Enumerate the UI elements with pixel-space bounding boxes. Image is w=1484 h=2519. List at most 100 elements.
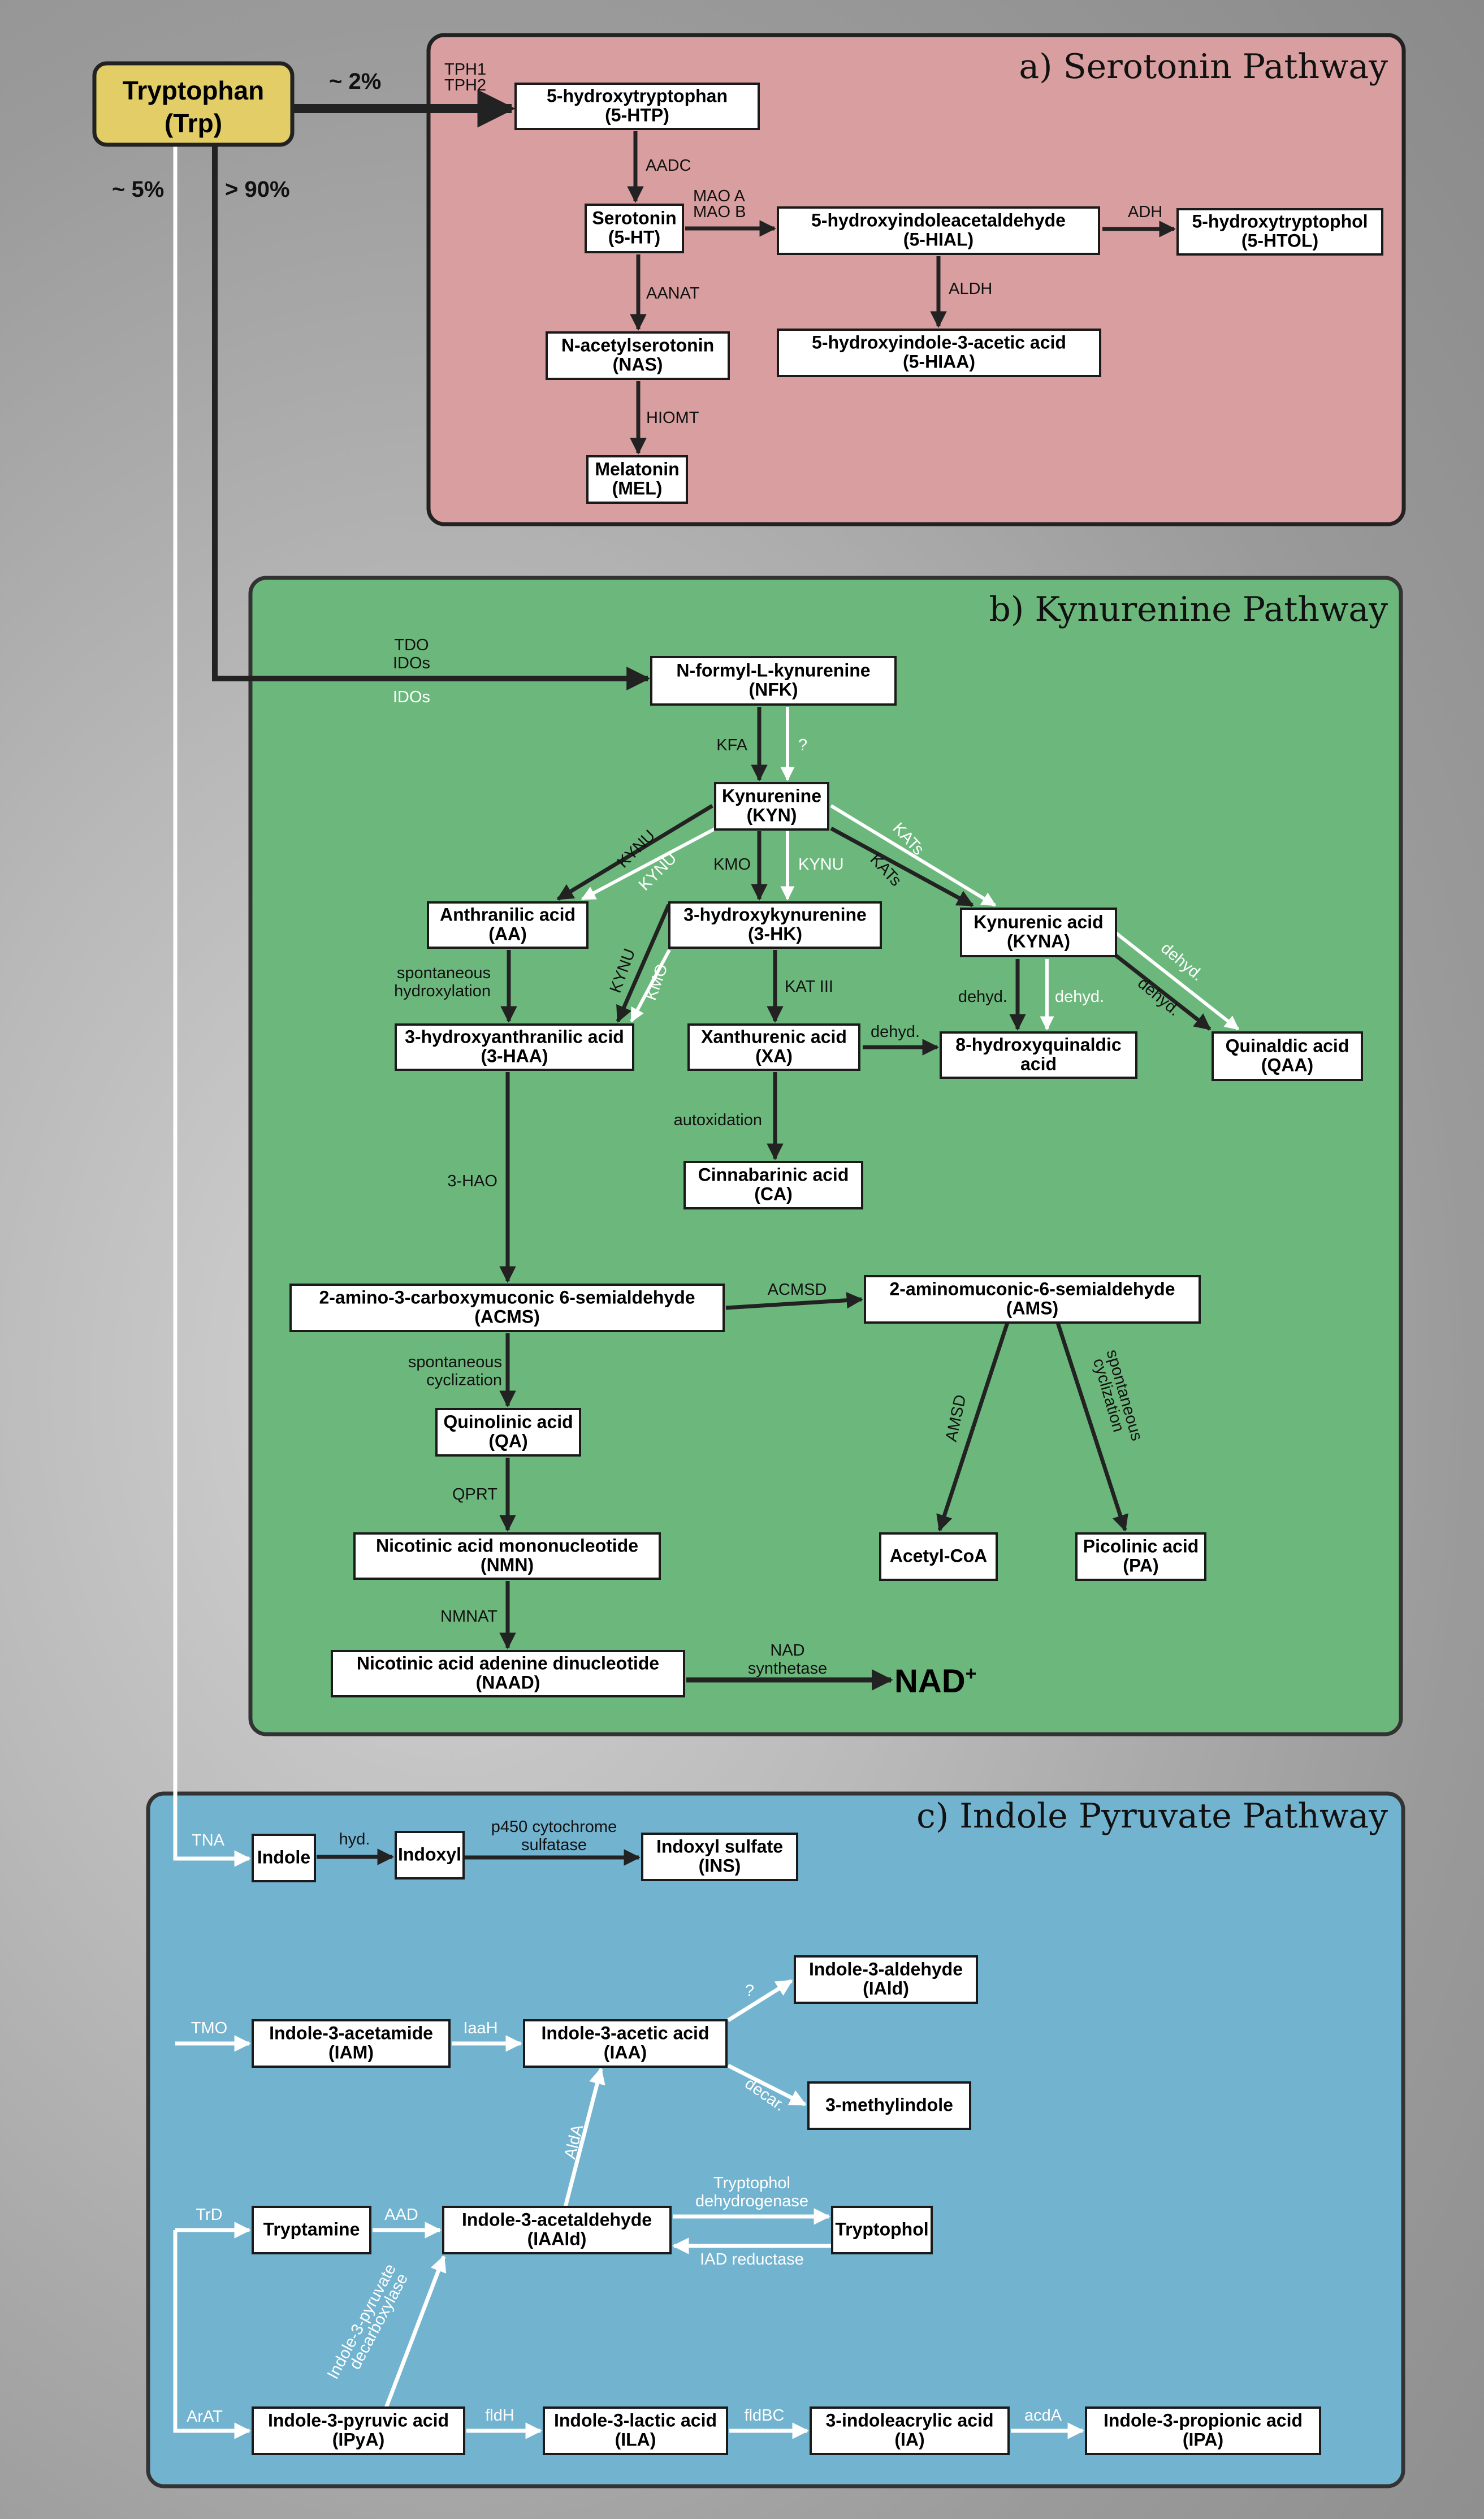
enzyme-label: TrD xyxy=(196,2206,222,2224)
node-name: Quinolinic acid xyxy=(443,1412,573,1432)
node-box xyxy=(353,1532,661,1580)
kynurenine-percentage: > 90% xyxy=(225,177,290,202)
metabolite-node-qaa[interactable]: Quinaldic acid(QAA) xyxy=(1212,1031,1363,1081)
metabolite-node-indole[interactable]: Indole xyxy=(252,1834,316,1882)
enzyme-label: hyd. xyxy=(339,1830,370,1848)
metabolite-node-tryptophol[interactable]: Tryptophol xyxy=(831,2206,933,2254)
metabolite-node-nas[interactable]: N-acetylserotonin(NAS) xyxy=(546,331,730,380)
metabolite-node-haa[interactable]: 3-hydroxyanthranilic acid(3-HAA) xyxy=(395,1023,634,1071)
metabolite-node-nfk[interactable]: N-formyl-L-kynurenine(NFK) xyxy=(650,656,897,706)
node-name: 3-methylindole xyxy=(825,2095,953,2115)
indole-panel xyxy=(146,1791,1405,2488)
metabolite-node-indoxyl[interactable]: Indoxyl xyxy=(395,1831,465,1879)
metabolite-node-aa[interactable]: Anthranilic acid(AA) xyxy=(427,901,589,949)
enzyme-label: IAD reductase xyxy=(700,2250,804,2269)
enzyme-label: p450 cytochrome xyxy=(491,1818,617,1836)
metabolite-node-ins[interactable]: Indoxyl sulfate(INS) xyxy=(641,1833,798,1881)
node-name: Indoxyl sulfate xyxy=(656,1837,783,1857)
node-box xyxy=(546,331,730,380)
enzyme-label: AAD xyxy=(384,2206,418,2224)
enzyme-label: HIOMT xyxy=(646,409,699,427)
metabolite-node-iald[interactable]: Indole-3-aldehyde(IAld) xyxy=(794,1955,978,2004)
node-box xyxy=(777,329,1101,377)
enzyme-label: sulfatase xyxy=(521,1836,587,1854)
metabolite-node-xa[interactable]: Xanthurenic acid(XA) xyxy=(687,1023,860,1071)
metabolite-node-ams[interactable]: 2-aminomuconic-6-semialdehyde(AMS) xyxy=(864,1275,1201,1324)
node-box xyxy=(1085,2406,1321,2455)
metabolite-node-ht[interactable]: Serotonin(5-HT) xyxy=(585,204,684,253)
metabolite-node-kyn[interactable]: Kynurenine(KYN) xyxy=(714,782,829,831)
node-name: Tryptamine xyxy=(263,2219,360,2240)
metabolite-node-htp[interactable]: 5-hydroxytryptophan(5-HTP) xyxy=(514,83,760,130)
node-box xyxy=(1075,1532,1206,1581)
node-box xyxy=(252,1834,316,1882)
metabolite-node-hk[interactable]: 3-hydroxykynurenine(3-HK) xyxy=(668,901,882,949)
node-name: Indole-3-lactic acid xyxy=(554,2410,717,2431)
node-box xyxy=(1212,1031,1363,1081)
node-name: Indole-3-acetic acid xyxy=(542,2023,709,2043)
node-abbrev: (IPA) xyxy=(1183,2430,1223,2450)
node-box xyxy=(641,1833,798,1881)
metabolite-node-iaald[interactable]: Indole-3-acetaldehyde(IAAld) xyxy=(442,2206,672,2254)
metabolite-node-acoa[interactable]: Acetyl-CoA xyxy=(879,1532,998,1581)
arrow-ams-to-acoa xyxy=(936,1316,1011,1532)
metabolite-node-ia[interactable]: 3-indoleacrylic acid(IA) xyxy=(810,2406,1010,2455)
enzyme-label: fldBC xyxy=(745,2406,785,2425)
metabolite-node-htol[interactable]: 5-hydroxytryptophol(5-HTOL) xyxy=(1176,208,1383,256)
enzyme-label: ? xyxy=(745,1982,754,2000)
tryptophan-node[interactable]: Tryptophan (Trp) xyxy=(92,61,295,147)
node-abbrev: (IAA) xyxy=(604,2042,647,2063)
metabolite-node-naad[interactable]: Nicotinic acid adenine dinucleotide(NAAD… xyxy=(331,1650,685,1697)
metabolite-node-kyna[interactable]: Kynurenic acid(KYNA) xyxy=(960,908,1117,957)
node-abbrev: (NFK) xyxy=(749,680,798,700)
metabolite-node-iaa[interactable]: Indole-3-acetic acid(IAA) xyxy=(523,2019,728,2068)
node-box xyxy=(586,455,688,504)
node-abbrev: (NAAD) xyxy=(476,1673,540,1693)
metabolite-node-ipya[interactable]: Indole-3-pyruvic acid(IPyA) xyxy=(252,2406,465,2455)
node-abbrev: (ACMS) xyxy=(474,1307,540,1327)
node-abbrev: (MEL) xyxy=(612,478,663,499)
enzyme-label: dehyd. xyxy=(958,988,1007,1006)
node-name: Kynurenine xyxy=(722,786,821,806)
metabolite-node-tryptamine[interactable]: Tryptamine xyxy=(252,2206,371,2254)
metabolite-node-ila[interactable]: Indole-3-lactic acid(ILA) xyxy=(543,2406,728,2455)
metabolite-node-hiaa[interactable]: 5-hydroxyindole-3-acetic acid(5-HIAA) xyxy=(777,329,1101,377)
node-abbrev: (3-HAA) xyxy=(481,1046,548,1066)
node-box xyxy=(395,1023,634,1071)
arrow-kyn-to-aa-alt xyxy=(581,827,717,901)
metabolite-node-hial[interactable]: 5-hydroxyindoleacetaldehyde(5-HIAL) xyxy=(777,206,1100,255)
node-abbrev: (AA) xyxy=(488,924,527,944)
node-box xyxy=(940,1031,1137,1079)
metabolite-node-nmn[interactable]: Nicotinic acid mononucleotide(NMN) xyxy=(353,1532,661,1580)
node-box xyxy=(543,2406,728,2455)
node-abbrev: (XA) xyxy=(755,1046,793,1066)
indole-percentage: ~ 5% xyxy=(112,177,164,202)
node-abbrev: (NAS) xyxy=(613,355,663,375)
metabolite-node-iam[interactable]: Indole-3-acetamide(IAM) xyxy=(252,2019,451,2068)
metabolite-node-mi[interactable]: 3-methylindole xyxy=(807,2081,971,2130)
node-name: Cinnabarinic acid xyxy=(698,1165,849,1185)
tryptophan-label: Tryptophan xyxy=(123,76,264,105)
enzyme-label: TNA xyxy=(192,1831,225,1850)
node-box xyxy=(252,2019,451,2068)
arrow-acms-to-ams xyxy=(725,1291,863,1310)
enzyme-label: spontaneous xyxy=(397,964,491,982)
node-name: Indole-3-aldehyde xyxy=(809,1959,963,1980)
node-box xyxy=(395,1831,465,1879)
node-abbrev: (IA) xyxy=(894,2430,924,2450)
node-name: Nicotinic acid adenine dinucleotide xyxy=(357,1653,659,1674)
node-name: Anthranilic acid xyxy=(440,905,576,925)
node-box xyxy=(331,1650,685,1697)
metabolite-node-qa[interactable]: Quinolinic acid(QA) xyxy=(435,1408,581,1457)
node-box xyxy=(442,2206,672,2254)
enzyme-label: Tryptophol xyxy=(713,2174,790,2192)
node-abbrev: (IAAld) xyxy=(527,2229,587,2249)
node-name: 8-hydroxyquinaldic xyxy=(955,1035,1121,1055)
metabolite-node-mel[interactable]: Melatonin(MEL) xyxy=(586,455,688,504)
metabolite-node-ipa[interactable]: Indole-3-propionic acid(IPA) xyxy=(1085,2406,1321,2455)
nad-plus-product[interactable]: NAD+ xyxy=(894,1663,977,1700)
metabolite-node-acms[interactable]: 2-amino-3-carboxymuconic 6-semialdehyde(… xyxy=(289,1284,725,1332)
metabolite-node-ca[interactable]: Cinnabarinic acid(CA) xyxy=(683,1161,863,1209)
metabolite-node-pa[interactable]: Picolinic acid(PA) xyxy=(1075,1532,1206,1581)
